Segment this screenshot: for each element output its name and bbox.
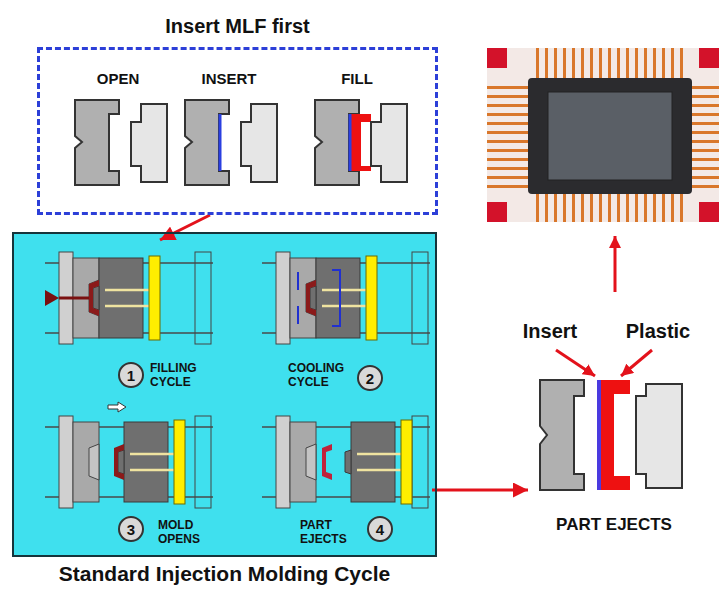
pad	[699, 48, 719, 68]
machine-frame	[45, 252, 213, 344]
lead-frame	[487, 86, 529, 188]
lead-frame	[689, 86, 719, 188]
insert-mold	[185, 100, 277, 185]
mold-half	[75, 100, 119, 185]
mold-half	[241, 104, 277, 182]
cooling-line	[298, 270, 340, 326]
leader-arrow	[556, 350, 595, 376]
machine-filling	[45, 252, 213, 344]
package-die	[548, 92, 672, 180]
plastic-part	[600, 380, 630, 490]
mold-half	[371, 104, 407, 182]
part-label: Plastic	[626, 320, 690, 343]
result-arrow	[614, 236, 617, 292]
flow-arrow	[160, 215, 210, 240]
insert-line	[349, 114, 352, 171]
nozzle	[45, 290, 59, 306]
panel-ground	[12, 232, 437, 557]
lead-frame	[536, 48, 686, 78]
machine-frame	[262, 252, 430, 344]
pad	[487, 202, 507, 222]
cycle-step: PART EJECTS4	[240, 400, 432, 552]
panel-heading: Standard Injection Molding Cycle	[0, 561, 475, 586]
callout-number: 4	[367, 516, 393, 542]
moving-half	[93, 256, 160, 340]
cycle-step: COOLING CYCLE2	[250, 240, 435, 395]
molded-part	[114, 444, 124, 480]
moving-half	[118, 420, 185, 504]
part-caption: PART EJECTS	[528, 515, 700, 535]
package-body	[528, 78, 692, 194]
moving-half	[310, 256, 377, 340]
open-mold	[75, 100, 167, 185]
mold-half	[131, 104, 167, 182]
ejected-part	[540, 380, 682, 490]
sprue	[59, 297, 89, 300]
stage-label: FILL	[341, 70, 373, 87]
mold-half	[636, 384, 682, 488]
cycle-step: 1FILLING CYCLE	[30, 240, 225, 395]
callout-number: 2	[357, 365, 383, 391]
photo-ground	[487, 48, 719, 222]
insert-line	[219, 114, 222, 171]
package-photo	[487, 48, 719, 222]
step-label: PART EJECTS	[300, 518, 366, 547]
machine-frame	[45, 416, 213, 508]
step-label: COOLING CYCLE	[288, 361, 354, 390]
machine-ejecting	[262, 416, 430, 508]
mold-half	[185, 100, 229, 185]
cycle-step: 3 MOLD OPENS	[30, 400, 225, 552]
flow-arrow	[432, 489, 528, 492]
panel-heading: Insert MLF first	[0, 14, 475, 38]
molded-part	[306, 280, 316, 316]
part-label: Insert	[523, 320, 577, 343]
leader-arrow	[621, 350, 652, 376]
pad	[699, 202, 719, 222]
insert-line	[597, 380, 601, 490]
lead-frame	[536, 192, 686, 222]
ejected-part-group: PART EJECTS	[528, 370, 700, 542]
callout-number: 3	[118, 516, 144, 542]
stage-label: INSERT	[201, 70, 256, 87]
molding-cycle-panel: Standard Injection Molding Cycle1FILLING…	[12, 232, 437, 557]
step-label: FILLING CYCLE	[150, 361, 226, 390]
pad	[487, 48, 507, 68]
mold-half	[540, 380, 584, 490]
machine-cooling	[262, 252, 430, 344]
callout-number: 1	[118, 362, 144, 388]
stage-label: OPEN	[97, 70, 140, 87]
step-label: MOLD OPENS	[158, 518, 224, 547]
plastic-fill	[349, 114, 371, 171]
moving-half	[345, 420, 412, 504]
molded-part	[89, 280, 99, 316]
fill-mold	[315, 100, 407, 185]
machine-frame	[262, 416, 430, 508]
open-arrow	[108, 402, 126, 412]
machine-opening	[45, 416, 213, 508]
molded-part	[322, 444, 332, 480]
